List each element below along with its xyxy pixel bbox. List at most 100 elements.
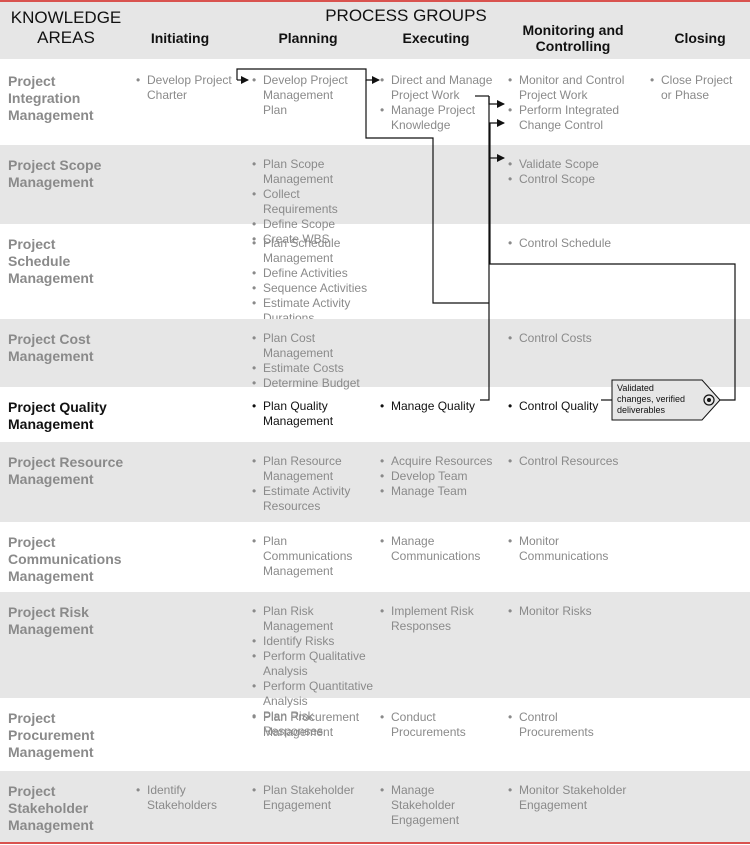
- process-item-line: Plan Cost Management: [263, 331, 334, 360]
- process-item-line: Engagement: [391, 813, 460, 827]
- process-item-line: Perform Qualitative Analysis: [263, 649, 366, 678]
- process-item: Perform Quantitative Analysis: [252, 679, 376, 709]
- process-item: Define Scope: [252, 217, 376, 232]
- process-cell-planning: Plan Cost ManagementEstimate CostsDeterm…: [252, 331, 376, 391]
- process-item-line: Plan Risk: [263, 604, 314, 618]
- process-item: Control Costs: [508, 331, 642, 346]
- knowledge-area-label-line: Management: [8, 416, 94, 432]
- process-item: Acquire Resources: [380, 454, 502, 469]
- process-list: Manage Quality: [380, 399, 502, 414]
- process-item-line: Manage Team: [391, 484, 467, 498]
- process-item-line: Validate Scope: [519, 157, 599, 171]
- process-item: Sequence Activities: [252, 281, 376, 296]
- arrow-manage-quality-loop: [480, 96, 490, 401]
- process-item-line: Identify: [147, 783, 186, 797]
- process-item: Plan Schedule Management: [252, 236, 376, 266]
- tag-line-2: changes, verified: [617, 394, 686, 404]
- process-list: Validate ScopeControl Scope: [508, 157, 642, 187]
- process-cell-monitoring: Control Schedule: [508, 236, 642, 251]
- process-item-line: Manage: [391, 783, 435, 797]
- arrow-quality-to-direct-work: [365, 80, 489, 304]
- knowledge-area-label-line: Project Risk: [8, 604, 89, 620]
- process-list: Control Resources: [508, 454, 642, 469]
- process-item-line: Manage: [391, 534, 435, 548]
- process-item: Manage Team: [380, 484, 502, 499]
- column-header-monitoring-line1: Monitoring and: [522, 22, 624, 38]
- process-item-line: Plan Procurement: [263, 710, 360, 724]
- process-item-line: Responses: [391, 619, 452, 633]
- process-item-line: Identify Risks: [263, 634, 335, 648]
- knowledge-area-label-line: Communications: [8, 551, 122, 567]
- process-item-line: Control Costs: [519, 331, 592, 345]
- process-item-line: Management: [263, 414, 334, 428]
- process-item-line: Monitor Stakeholder: [519, 783, 627, 797]
- tag-hole-inner-icon: [707, 398, 711, 402]
- process-item-line: Manage Quality: [391, 399, 476, 413]
- column-header-closing: Closing: [674, 30, 726, 46]
- knowledge-area-label-line: Management: [8, 270, 94, 286]
- knowledge-area-label-line: Schedule: [8, 253, 71, 269]
- knowledge-area-label-line: Management: [8, 348, 94, 364]
- process-item-line: Acquire Resources: [391, 454, 493, 468]
- knowledge-area-label-line: Management: [8, 817, 94, 833]
- process-list: Monitor Risks: [508, 604, 642, 619]
- process-item-line: Monitor Risks: [519, 604, 592, 618]
- process-item-line: Estimate Costs: [263, 361, 344, 375]
- knowledge-area-label-line: Procurement: [8, 727, 95, 743]
- process-item-line: Charter: [147, 88, 188, 102]
- process-item-line: Communications: [391, 549, 481, 563]
- knowledge-area-label-line: Integration: [8, 90, 81, 106]
- column-header-planning: Planning: [278, 30, 338, 46]
- process-cell-monitoring: Control Resources: [508, 454, 642, 469]
- process-item-line: Determine Budget: [263, 376, 360, 390]
- process-item-line: Perform Quantitative Analysis: [263, 679, 374, 708]
- column-header-initiating: Initiating: [150, 30, 210, 46]
- process-item: Estimate Costs: [252, 361, 376, 376]
- process-cell-monitoring: Validate ScopeControl Scope: [508, 157, 642, 187]
- knowledge-area-label-line: Project: [8, 236, 56, 252]
- process-item-line: Management: [263, 725, 334, 739]
- arrow-work-to-monitor: [488, 96, 505, 108]
- process-list: Plan RiskManagementIdentify RisksPerform…: [252, 604, 376, 739]
- process-item-line: Change Control: [519, 118, 604, 132]
- process-item-line: Perform Integrated: [519, 103, 620, 117]
- knowledge-area-label-line: Management: [8, 174, 94, 190]
- bottom-accent-line: [0, 842, 750, 844]
- knowledge-area-label-line: Project Cost: [8, 331, 91, 347]
- process-cell-executing: Acquire ResourcesDevelop TeamManage Team: [380, 454, 502, 499]
